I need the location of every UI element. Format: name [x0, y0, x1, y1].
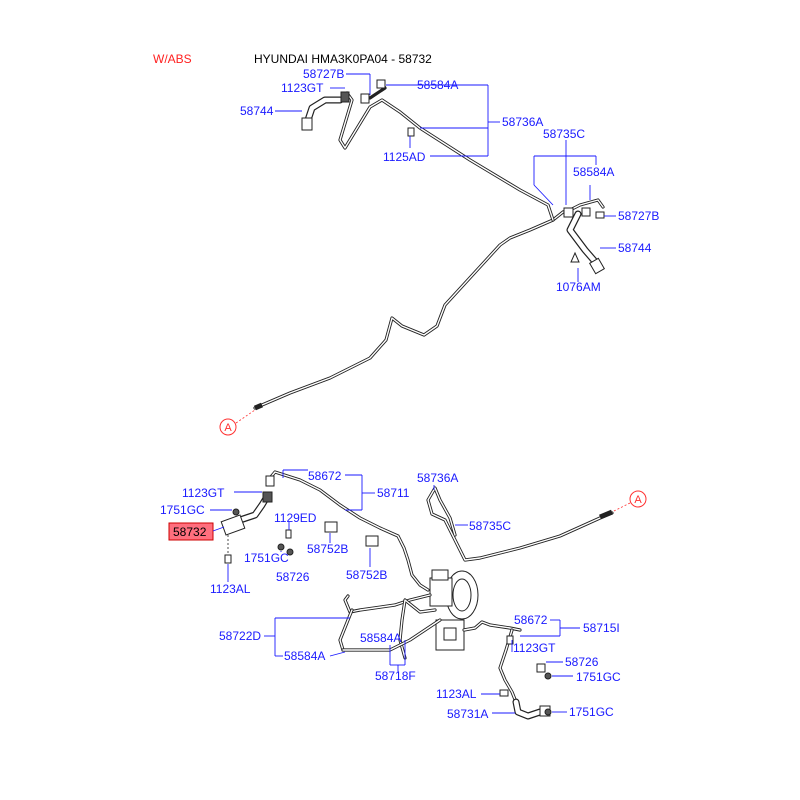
bolt-1751gc-3	[544, 672, 552, 680]
bolt-58726	[286, 548, 294, 556]
bolt-1129ed	[285, 529, 292, 539]
label-1123gt[interactable]: 1123GT	[281, 81, 324, 95]
label-58722d[interactable]: 58722D	[219, 629, 261, 643]
rear-brake-tube-assembly	[253, 79, 606, 411]
bolt-1751gc-4	[544, 708, 552, 716]
label-1129ed[interactable]: 1129ED	[274, 511, 317, 525]
hose-bracket-58732	[220, 514, 246, 536]
label-1751gc[interactable]: 1751GC	[160, 503, 205, 517]
bolt-1125ad	[407, 127, 415, 137]
label-58735c[interactable]: 58735C	[543, 127, 585, 141]
label-58726-right[interactable]: 58726	[565, 655, 599, 669]
brake-tube-58736a-bottom	[426, 486, 614, 562]
svg-text:A: A	[634, 494, 642, 506]
clip-1076am	[570, 251, 580, 263]
label-58672-right[interactable]: 58672	[514, 613, 548, 627]
clip-right	[581, 207, 591, 217]
label-58727b[interactable]: 58727B	[303, 67, 344, 81]
connector-marker-a-bottom: A	[611, 490, 647, 513]
label-1751gc-4[interactable]: 1751GC	[569, 705, 614, 719]
connector-marker-a-top: A	[219, 409, 256, 436]
top-leader-lines	[275, 73, 616, 282]
label-58715i[interactable]: 58715I	[583, 621, 620, 635]
bolt-1751gc	[232, 508, 240, 516]
reservoir	[431, 569, 449, 581]
label-58718f[interactable]: 58718F	[375, 669, 416, 683]
label-1123al[interactable]: 1123AL	[210, 582, 251, 596]
front-brake-assembly	[220, 470, 614, 720]
label-58736a[interactable]: 58736A	[502, 115, 543, 129]
hose-nut-1123gt	[262, 491, 273, 503]
variant-label: W/ABS	[153, 52, 192, 66]
hose-fitting	[301, 117, 313, 131]
bolt-1123al	[224, 554, 232, 564]
bracket-58752b-2	[365, 535, 379, 547]
clip-top-left	[265, 475, 275, 487]
label-1125ad[interactable]: 1125AD	[383, 150, 426, 164]
label-58711[interactable]: 58711	[377, 486, 410, 500]
bracket-58752b-1	[324, 521, 338, 533]
label-58732-highlighted[interactable]: 58732	[173, 525, 207, 539]
hose-fitting-right	[588, 257, 606, 275]
bolt-1123al-2	[499, 689, 509, 697]
label-58744-right[interactable]: 58744	[618, 241, 652, 255]
label-1076am[interactable]: 1076AM	[556, 280, 601, 294]
label-58735c-bottom[interactable]: 58735C	[469, 519, 511, 533]
clip-58727b-right	[595, 211, 605, 219]
label-58584a-bottom-left[interactable]: 58584A	[284, 649, 325, 663]
svg-text:A: A	[224, 422, 232, 434]
brake-tube-upper	[338, 91, 555, 222]
label-58584a-right[interactable]: 58584A	[573, 165, 614, 179]
highlight-box-58732	[168, 522, 214, 541]
label-58731a[interactable]: 58731A	[447, 707, 488, 721]
hose-nut	[340, 91, 350, 103]
bolt-1751gc-2	[277, 543, 285, 551]
label-1751gc-2[interactable]: 1751GC	[244, 551, 289, 565]
clip-58727b	[360, 93, 370, 104]
master-cylinder	[429, 577, 453, 607]
bottom-leader-lines	[210, 469, 580, 714]
label-1751gc-3[interactable]: 1751GC	[576, 670, 621, 684]
label-58752b-2[interactable]: 58752B	[346, 568, 387, 582]
label-58584a[interactable]: 58584A	[417, 78, 458, 92]
label-58744[interactable]: 58744	[240, 104, 274, 118]
label-1123gt-bottom[interactable]: 1123GT	[182, 486, 225, 500]
label-58584a-bottom-mid[interactable]: 58584A	[360, 631, 401, 645]
label-58727b-right[interactable]: 58727B	[618, 209, 659, 223]
label-58736a-bottom[interactable]: 58736A	[417, 471, 458, 485]
label-1123al-right[interactable]: 1123AL	[436, 687, 477, 701]
label-58672[interactable]: 58672	[308, 469, 342, 483]
diagram-title: HYUNDAI HMA3K0PA04 - 58732	[254, 52, 432, 66]
bolt-58726-2	[536, 663, 546, 673]
bracket-58584a	[376, 79, 386, 89]
label-1123gt-right[interactable]: 1123GT	[513, 641, 556, 655]
junction-58735c	[563, 207, 574, 218]
label-58726[interactable]: 58726	[276, 570, 310, 584]
brake-tube-58736a	[253, 210, 565, 410]
nut-1123gt-2	[506, 635, 514, 645]
label-58752b-1[interactable]: 58752B	[307, 542, 348, 556]
